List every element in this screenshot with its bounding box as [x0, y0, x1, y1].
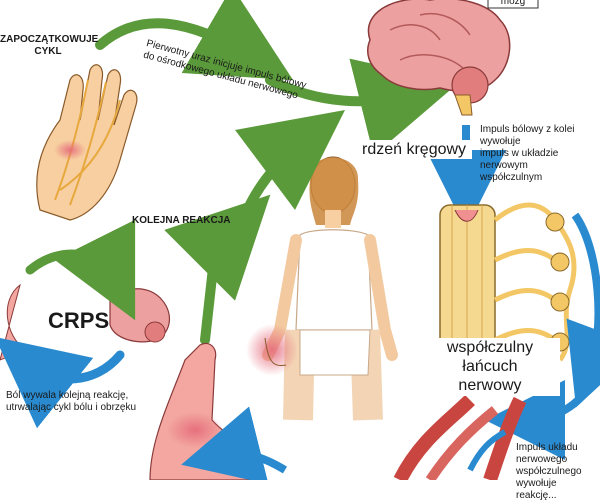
- sympathetic-chain-illustration: [493, 202, 577, 362]
- start-cycle-label: ZAPOCZĄTKOWUJE CYKL: [0, 34, 99, 57]
- brain-label-box: [487, 0, 539, 9]
- arrow-hand-to-cns: [95, 0, 294, 81]
- sympathetic-chain-label: współczulny łańcuch nerwowy: [420, 338, 560, 396]
- spinal-cord-label: rdzeń kręgowy: [362, 140, 472, 160]
- arrow-to-brain: [265, 58, 459, 156]
- pain-loop-label: Ból wywala kolejną reakcję, utrwalając c…: [6, 390, 137, 413]
- injured-hand-illustration: [36, 64, 138, 221]
- arrow-vessels-to-hand: [181, 406, 288, 480]
- sympathetic-impulse-label: Impuls układu nerwowego współczulnego wy…: [516, 442, 582, 501]
- crps-label: CRPS: [48, 308, 110, 333]
- blood-vessels-illustration: [393, 395, 527, 480]
- pain-area-hand: [246, 324, 298, 376]
- crps-loop: [0, 219, 171, 429]
- brain-label: mózg: [500, 0, 526, 7]
- next-reaction-label: KOLEJNA REAKCJA: [132, 215, 231, 226]
- arrow-reaction-up-1: [164, 194, 271, 345]
- arrow-to-vessels: [485, 379, 594, 460]
- arrow-chain-down: [566, 212, 600, 408]
- woman-figure: [262, 156, 398, 421]
- brain-illustration: [367, 0, 511, 116]
- arrow-reaction-up-2: [234, 109, 345, 220]
- pain-impulse-sympathetic-label: Impuls bólowy z kolei wywołuje impuls w …: [480, 124, 575, 183]
